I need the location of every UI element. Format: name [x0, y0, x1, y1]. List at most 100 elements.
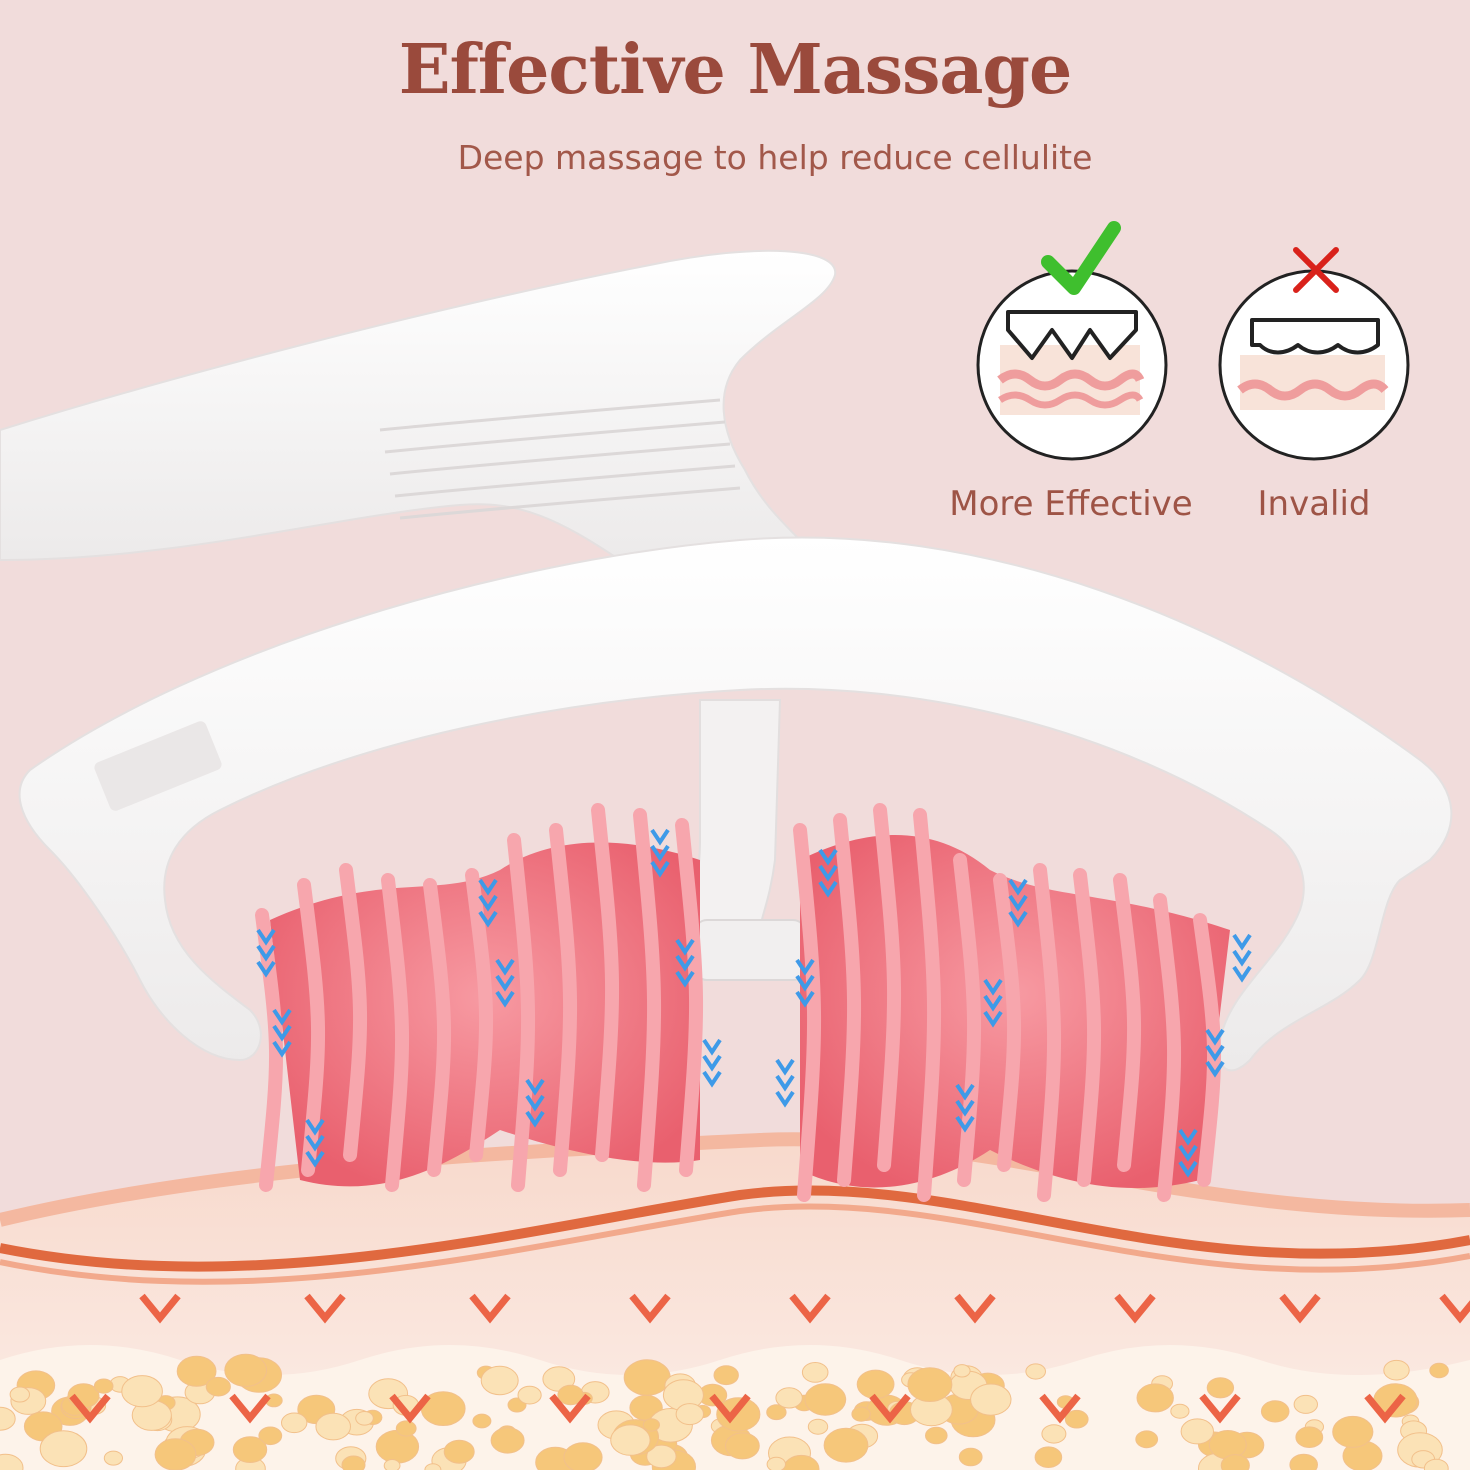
skin-layer	[0, 1132, 1470, 1470]
fat-cell	[646, 1444, 677, 1469]
roller-rib	[1113, 873, 1142, 1172]
rotation-chevron	[305, 1150, 325, 1168]
rotation-chevron	[955, 1115, 975, 1133]
pressure-arrow	[304, 1262, 346, 1324]
roller-rib	[913, 808, 942, 1202]
fat-cell	[232, 1436, 268, 1463]
fat-cell	[970, 1383, 1012, 1416]
rotation-chevron	[675, 970, 695, 988]
rotation-arrows	[256, 828, 1252, 1178]
fat-cell	[355, 1411, 374, 1426]
page-title: Effective Massage	[398, 30, 1072, 110]
fat-cell	[9, 1386, 30, 1403]
fat-cell	[224, 1353, 268, 1387]
rotation-chevron	[478, 878, 498, 896]
rotation-chevron	[795, 990, 815, 1008]
rotation-chevron	[272, 1040, 292, 1058]
fat-cell	[675, 1403, 704, 1426]
roller-rib	[1033, 863, 1062, 1202]
pressure-arrow	[954, 1262, 996, 1324]
fat-cell	[395, 1420, 417, 1437]
rotation-chevron	[702, 1038, 722, 1056]
fat-cell	[0, 1453, 24, 1470]
fat-cell	[517, 1385, 542, 1405]
fat-cell	[925, 1426, 948, 1445]
fat-cell	[443, 1439, 475, 1464]
rotation-chevron	[795, 974, 815, 992]
fat-cell	[281, 1412, 308, 1434]
rotation-chevron	[1205, 1028, 1225, 1046]
rotation-chevron	[775, 1074, 795, 1092]
roller-rib	[993, 873, 1022, 1172]
rotation-chevron	[525, 1110, 545, 1128]
fat-cell	[383, 1459, 401, 1470]
rotation-chevron	[495, 990, 515, 1008]
pressure-arrow	[709, 1362, 751, 1424]
fat-cell	[1025, 1363, 1046, 1380]
fat-cell	[953, 1364, 971, 1378]
fat-cell	[1136, 1383, 1174, 1413]
rotation-chevron	[1205, 1060, 1225, 1078]
pressure-arrow	[1039, 1362, 1081, 1424]
pressure-arrow	[1114, 1262, 1156, 1324]
rotation-chevron	[1178, 1160, 1198, 1178]
roller-rib	[465, 868, 494, 1162]
fat-cell	[801, 1362, 829, 1383]
fat-cell	[851, 1406, 871, 1422]
roller-rib	[591, 803, 620, 1162]
rotation-chevron	[702, 1054, 722, 1072]
fat-cell	[725, 1432, 760, 1460]
roller-rib	[1193, 913, 1222, 1187]
fat-cell	[1289, 1453, 1318, 1470]
pressure-arrow	[549, 1362, 591, 1424]
rotation-chevron	[272, 1008, 292, 1026]
rotation-chevron	[1008, 878, 1028, 896]
fat-cell	[1295, 1426, 1324, 1448]
roller-rib	[1153, 893, 1182, 1202]
pressure-arrow	[629, 1262, 671, 1324]
fat-cell	[1180, 1418, 1215, 1445]
invalid-icon	[1218, 247, 1410, 461]
rotation-chevron	[305, 1118, 325, 1136]
fat-cell	[1041, 1424, 1067, 1444]
fat-cell	[315, 1412, 352, 1441]
rotation-chevron	[818, 864, 838, 882]
rotation-chevron	[775, 1058, 795, 1076]
rotation-chevron	[1178, 1128, 1198, 1146]
rotation-chevron	[1232, 933, 1252, 951]
rotation-chevron	[478, 894, 498, 912]
roller-rib	[507, 833, 536, 1192]
page-subtitle: Deep massage to help reduce cellulite	[457, 138, 1093, 177]
rotation-chevron	[1178, 1144, 1198, 1162]
fat-cell	[610, 1424, 651, 1456]
rotation-chevron	[478, 910, 498, 928]
fat-cell	[480, 1365, 519, 1396]
fat-cell	[341, 1455, 366, 1470]
fat-cell	[176, 1355, 217, 1387]
roller-ribs	[255, 803, 1222, 1202]
fat-cell	[490, 1427, 525, 1454]
rotation-chevron	[983, 978, 1003, 996]
rotation-chevron	[1008, 910, 1028, 928]
fat-cell	[1260, 1400, 1290, 1423]
roller-rib	[423, 878, 452, 1177]
rotation-chevron	[675, 954, 695, 972]
fat-cell	[563, 1442, 603, 1470]
pressure-arrow	[69, 1362, 111, 1424]
pressure-arrows	[69, 1262, 1470, 1424]
rotation-chevron	[256, 960, 276, 978]
fat-cell	[1293, 1394, 1319, 1414]
fat-cell	[103, 1450, 124, 1466]
fat-cell	[807, 1418, 829, 1435]
pressure-arrow	[1364, 1362, 1406, 1424]
massager-handle	[0, 249, 1453, 1072]
fat-cell	[713, 1365, 739, 1386]
fat-cell	[1034, 1446, 1063, 1468]
rotation-chevron	[650, 844, 670, 862]
fat-cell	[804, 1383, 847, 1416]
rotation-chevron	[675, 938, 695, 956]
fat-cell	[39, 1430, 88, 1468]
roller-rib	[873, 803, 902, 1172]
rotation-chevron	[795, 958, 815, 976]
